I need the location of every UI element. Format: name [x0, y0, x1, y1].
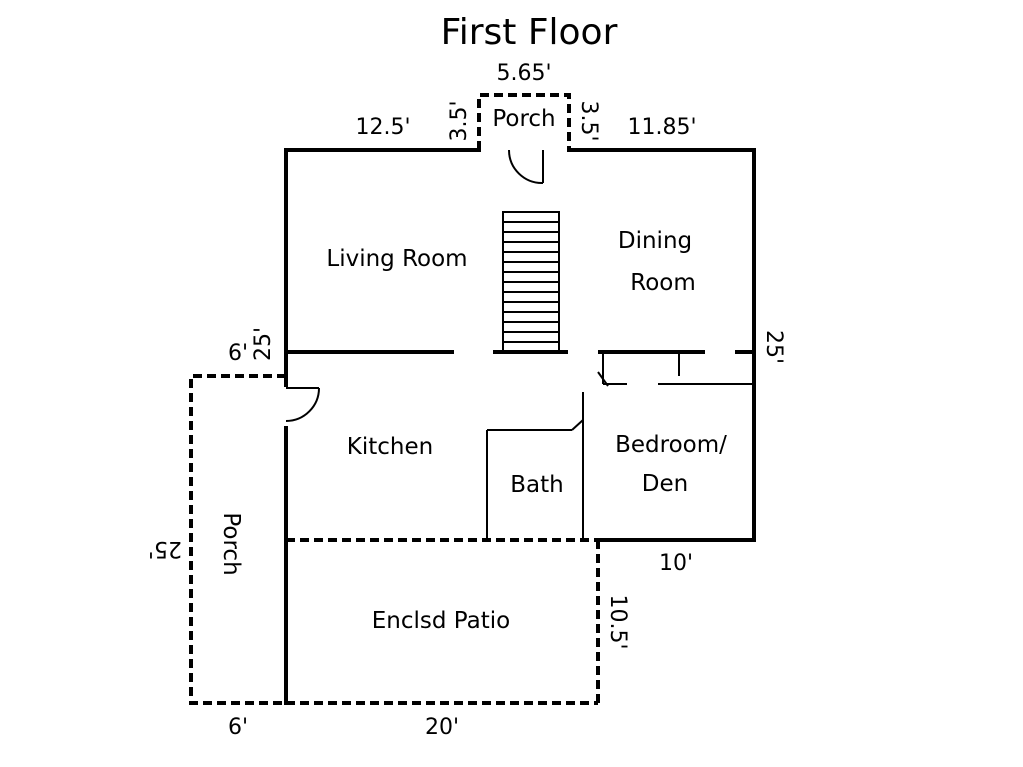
- porch-depth-left-dimension: 3.5': [447, 100, 472, 141]
- side-porch-outline: [189, 374, 286, 705]
- exterior-walls: [284, 148, 756, 542]
- top-right-dimension: 11.85': [627, 115, 696, 140]
- bedroom-label-line2: Den: [642, 471, 688, 497]
- dining-room-label-line2: Room: [630, 270, 696, 296]
- interior-walls: [284, 350, 756, 540]
- porch-width-dimension: 5.65': [496, 61, 551, 86]
- bottom-right-dimension: 10': [659, 551, 693, 576]
- dining-room-label-line1: Dining: [618, 228, 692, 254]
- front-porch-label: Porch: [492, 106, 555, 132]
- left-height-dimension: 25': [251, 327, 276, 361]
- patio-outline: [284, 538, 600, 705]
- kitchen-label: Kitchen: [347, 434, 433, 460]
- side-porch-width-dimension: 6': [228, 715, 248, 740]
- staircase-icon: [502, 211, 560, 353]
- patio-width-dimension: 20': [425, 715, 459, 740]
- bedroom-label-line1: Bedroom/: [615, 432, 727, 458]
- patio-label: Enclsd Patio: [372, 608, 510, 634]
- bath-label: Bath: [510, 472, 563, 498]
- side-porch-label: Porch: [218, 512, 244, 575]
- living-room-label: Living Room: [326, 246, 467, 272]
- side-porch-length-dimension: 25': [148, 536, 182, 561]
- right-height-dimension: 25': [761, 330, 786, 364]
- patio-depth-dimension: 10.5': [605, 594, 630, 649]
- top-left-dimension: 12.5': [355, 115, 410, 140]
- side-porch-offset-dimension: 6': [228, 341, 248, 366]
- front-porch-outline: [477, 93, 571, 150]
- page-title: First Floor: [441, 12, 618, 53]
- side-door-icon: [285, 387, 320, 422]
- front-door-icon: [508, 149, 544, 185]
- porch-depth-right-dimension: 3.5': [576, 100, 601, 141]
